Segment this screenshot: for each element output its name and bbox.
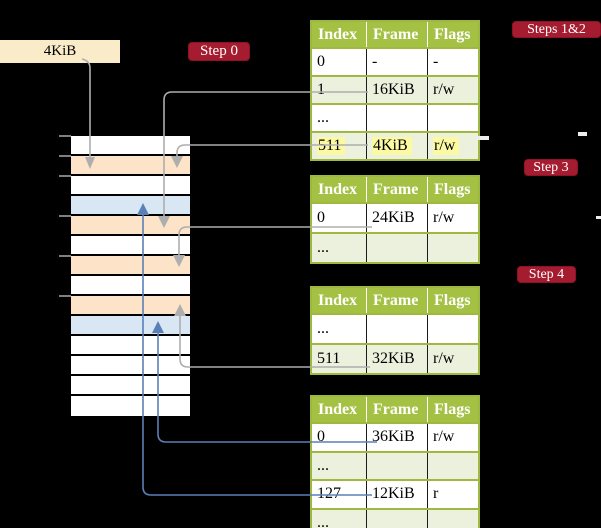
table-row: 0-- xyxy=(312,47,478,75)
table-cell: 0 xyxy=(312,424,367,451)
memory-frame-white xyxy=(71,336,190,356)
memory-frame-peach xyxy=(71,216,190,236)
table-cell: r/w xyxy=(433,81,455,98)
page-size-label: 4KiB xyxy=(0,40,120,63)
memory-frame-peach xyxy=(71,256,190,276)
table-cell: r/w xyxy=(428,133,478,159)
table-cell xyxy=(428,315,478,343)
memory-frame-peach xyxy=(71,156,190,176)
column-header-frame: Frame xyxy=(367,177,428,202)
table-cell: ... xyxy=(312,315,367,343)
table-cell xyxy=(367,105,428,131)
table-cell: r/w xyxy=(433,209,455,226)
memory-frame-white xyxy=(71,396,190,416)
table-cell xyxy=(367,452,428,479)
table-cell: r/w xyxy=(433,350,455,367)
table-cell xyxy=(428,453,478,480)
table-cell: r xyxy=(433,485,439,503)
table-cell xyxy=(367,509,428,528)
badge-step-3: Step 3 xyxy=(524,159,578,176)
column-header-frame: Frame xyxy=(367,397,428,422)
table-cell: 0 xyxy=(312,49,367,75)
table-cell: ... xyxy=(312,452,367,479)
physical-memory-stack xyxy=(71,136,190,416)
table-cell: - xyxy=(367,49,428,75)
table-row: ... xyxy=(312,103,478,131)
memory-frame-white xyxy=(71,236,190,256)
column-header-flags: Flags xyxy=(434,291,471,309)
column-header-frame: Frame xyxy=(367,22,428,47)
table-cell: 1 xyxy=(312,77,367,103)
table-row: 511 4KiB r/w xyxy=(312,131,478,159)
table-cell: 0 xyxy=(312,204,367,232)
table-cell xyxy=(428,510,478,528)
column-header-index: Index xyxy=(312,22,367,47)
highlighted-value: 511 xyxy=(317,137,346,155)
column-header-flags: Flags xyxy=(434,180,471,198)
badge-step-0: Step 0 xyxy=(188,42,250,61)
table-row: ... xyxy=(312,450,478,480)
memory-frame-white xyxy=(71,276,190,296)
table-cell: 36KiB xyxy=(367,424,428,451)
table-row: ... xyxy=(312,507,478,528)
table-cell xyxy=(428,105,478,131)
memory-frame-white xyxy=(71,136,190,156)
column-header-flags: Flags xyxy=(434,400,471,418)
column-header-index: Index xyxy=(312,177,367,202)
table-cell: 511 xyxy=(312,345,367,373)
memory-frame-white xyxy=(71,356,190,376)
table-row: ... xyxy=(312,313,478,343)
highlighted-value: r/w xyxy=(433,137,460,155)
table-cell: ... xyxy=(312,509,367,528)
table-cell: 24KiB xyxy=(367,204,428,232)
column-header-index: Index xyxy=(312,397,367,422)
badge-steps-1-2: Steps 1&2 xyxy=(512,21,601,38)
table-cell: 16KiB xyxy=(367,77,428,103)
table-cell: 32KiB xyxy=(367,345,428,373)
column-header-frame: Frame xyxy=(367,288,428,313)
table-cell: 511 xyxy=(312,133,367,159)
stack-tick-marks xyxy=(59,135,71,297)
memory-frame-blue xyxy=(71,196,190,216)
table-cell xyxy=(367,234,428,262)
table-cell: 127 xyxy=(312,481,367,508)
table-cell xyxy=(428,234,478,262)
column-header-index: Index xyxy=(312,288,367,313)
memory-frame-white xyxy=(71,376,190,396)
table-row: ... xyxy=(312,232,478,262)
highlighted-value: 4KiB xyxy=(372,137,412,155)
table-cell: - xyxy=(433,53,439,70)
table-cell: ... xyxy=(312,234,367,262)
table-cell xyxy=(367,315,428,343)
table-cell: r/w xyxy=(433,428,455,446)
table-cell: 4KiB xyxy=(367,133,428,159)
memory-frame-white xyxy=(71,176,190,196)
table-cell: 12KiB xyxy=(367,481,428,508)
memory-frame-peach xyxy=(71,296,190,316)
memory-frame-blue xyxy=(71,316,190,336)
badge-step-4: Step 4 xyxy=(517,266,576,283)
table-cell: ... xyxy=(312,105,367,131)
column-header-flags: Flags xyxy=(434,25,471,43)
